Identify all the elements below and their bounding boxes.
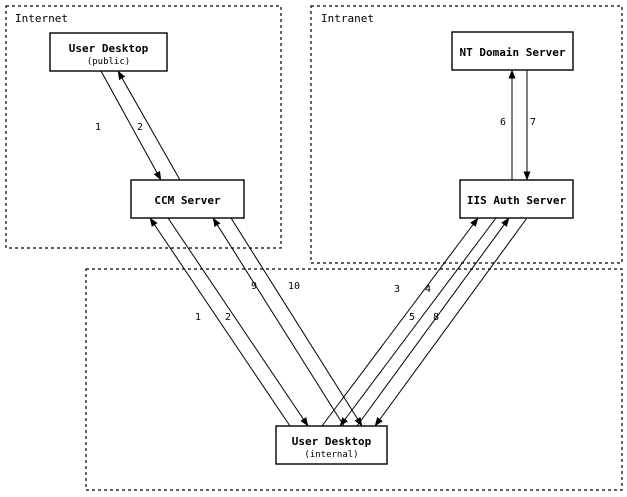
flow-arrow-edge-2-internal [167,217,309,427]
edges-layer [100,69,531,427]
edge-label-edge-2-internal: 2 [225,312,231,323]
zone-label-intranet: Intranet [321,12,374,25]
flow-arrow-edge-1-internal [149,217,291,427]
node-title-nt-domain-server: NT Domain Server [460,46,566,59]
edge-label-edge-1-internal: 1 [195,312,201,323]
node-box-iis-auth-server [459,179,574,219]
node-box-nt-domain-server [451,31,574,71]
zone-intranet: Intranet [310,5,623,264]
edge-label-edge-3: 3 [394,284,400,295]
node-iis-auth-server: IIS Auth Server [459,179,574,219]
node-subtitle-user-desktop-internal: (internal) [304,450,358,460]
node-nt-domain-server: NT Domain Server [451,31,574,71]
flow-arrow-edge-2-public [117,70,181,181]
edge-label-edge-8: 8 [433,312,439,323]
node-box-user-desktop-public [49,32,168,72]
flow-arrow-edge-8 [374,217,528,427]
edge-label-edge-4: 4 [425,284,431,295]
zone-label-internet: Internet [15,12,68,25]
edge-label-edge-5: 5 [409,312,415,323]
zone-internet: Internet [5,5,282,249]
nodes-layer: User Desktop (public) CCM Server NT Domain … [49,31,574,465]
node-user-desktop-public: User Desktop (public) [49,32,168,72]
flow-arrow-edge-1-public [100,70,162,181]
node-box-ccm-server [130,179,245,219]
node-title-user-desktop-internal: User Desktop [292,435,372,448]
node-title-ccm-server: CCM Server [154,194,221,207]
edge-label-edge-10: 10 [288,281,300,292]
node-ccm-server: CCM Server [130,179,245,219]
flow-arrow-edge-10 [230,217,363,427]
edge-label-edge-2-public: 2 [137,122,143,133]
zone-boundary-internet [5,5,282,249]
node-user-desktop-internal: User Desktop (internal) [275,425,388,465]
node-box-user-desktop-internal [275,425,388,465]
flow-arrow-edge-5 [356,217,510,427]
edge-labels-layer: 1 2 6 7 1 2 9 10 3 4 5 8 [95,117,536,323]
zone-boundary-intranet [310,5,623,264]
edge-label-edge-6: 6 [500,117,506,128]
edge-label-edge-7: 7 [530,117,536,128]
edge-label-edge-9: 9 [251,281,257,292]
zones-layer: Internet Intranet [5,5,623,491]
flow-arrow-edge-3 [321,217,479,427]
node-subtitle-user-desktop-public: (public) [87,57,130,67]
flow-arrow-edge-4 [339,217,497,427]
flow-arrow-edge-9 [212,217,345,427]
node-title-user-desktop-public: User Desktop [69,42,149,55]
edge-label-edge-1-public: 1 [95,122,101,133]
node-title-iis-auth-server: IIS Auth Server [467,194,567,207]
